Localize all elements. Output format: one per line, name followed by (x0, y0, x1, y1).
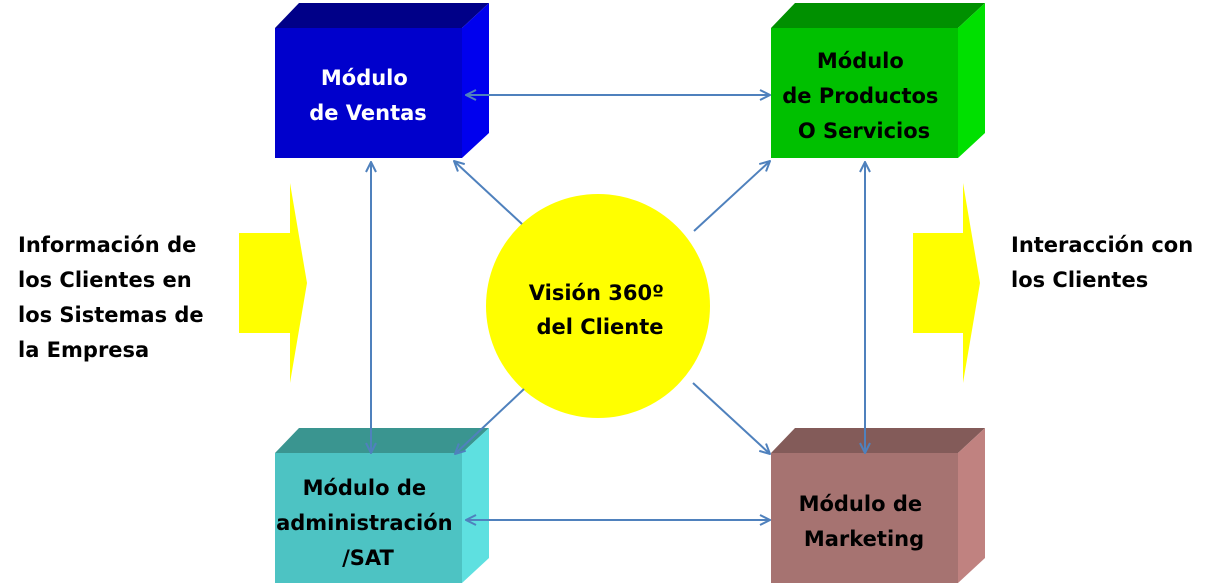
module-ventas-front-face (275, 28, 462, 158)
module-ventas-line-2: de Ventas (309, 101, 427, 125)
module-marketing-line-1: Módulo de (799, 492, 923, 516)
module-ventas-label: Módulo de Ventas (309, 66, 427, 125)
center-vision-circle (486, 194, 710, 418)
module-administracion-label: Módulo de administración /SAT (276, 476, 460, 570)
module-administracion: Módulo de administración /SAT (275, 428, 489, 583)
connector-center-productos (693, 161, 770, 232)
module-marketing-top-face (771, 428, 985, 453)
module-administracion-line-1: Módulo de (303, 476, 427, 500)
output-flow-arrow (913, 183, 980, 383)
module-productos-label: Módulo de Productos O Servicios (782, 49, 945, 143)
module-productos: Módulo de Productos O Servicios (771, 3, 985, 158)
module-productos-line-3: O Servicios (798, 119, 930, 143)
input-label-line-4: la Empresa (18, 338, 149, 362)
module-ventas-top-face (275, 3, 489, 28)
module-ventas-side-face (462, 3, 489, 158)
module-marketing: Módulo de Marketing (771, 428, 985, 583)
input-label-line-2: los Clientes en (18, 268, 192, 292)
module-administracion-front-face (275, 453, 462, 583)
module-administracion-top-face (275, 428, 489, 453)
module-administracion-line-2: administración (276, 511, 453, 535)
module-marketing-label: Módulo de Marketing (799, 492, 930, 551)
input-flow-arrow (239, 183, 307, 383)
module-marketing-side-face (958, 428, 985, 583)
output-label: Interacción con los Clientes (1011, 233, 1201, 292)
connectors (371, 95, 865, 520)
module-marketing-line-2: Marketing (804, 527, 924, 551)
module-productos-front-face (771, 28, 958, 158)
connector-center-ventas (454, 161, 523, 225)
input-label: Información de los Clientes en los Siste… (18, 233, 211, 362)
module-ventas: Módulo de Ventas (275, 3, 489, 158)
module-marketing-front-face (771, 453, 958, 583)
connector-center-administracion (455, 388, 525, 454)
module-productos-top-face (771, 3, 985, 28)
module-administracion-side-face (462, 428, 489, 583)
output-label-line-1: Interacción con (1011, 233, 1193, 257)
output-label-line-2: los Clientes (1011, 268, 1148, 292)
input-label-line-1: Información de (18, 233, 196, 257)
center-line-1: Visión 360º (529, 281, 664, 305)
module-productos-side-face (958, 3, 985, 158)
module-administracion-line-3: /SAT (342, 546, 394, 570)
center-line-2: del Cliente (536, 315, 663, 339)
module-productos-line-2: de Productos (782, 84, 938, 108)
module-productos-line-1: Módulo (817, 49, 904, 73)
module-ventas-line-1: Módulo (321, 66, 408, 90)
input-label-line-3: los Sistemas de (18, 303, 204, 327)
center-vision-label: Visión 360º del Cliente (529, 281, 671, 339)
connector-center-marketing (692, 382, 770, 454)
